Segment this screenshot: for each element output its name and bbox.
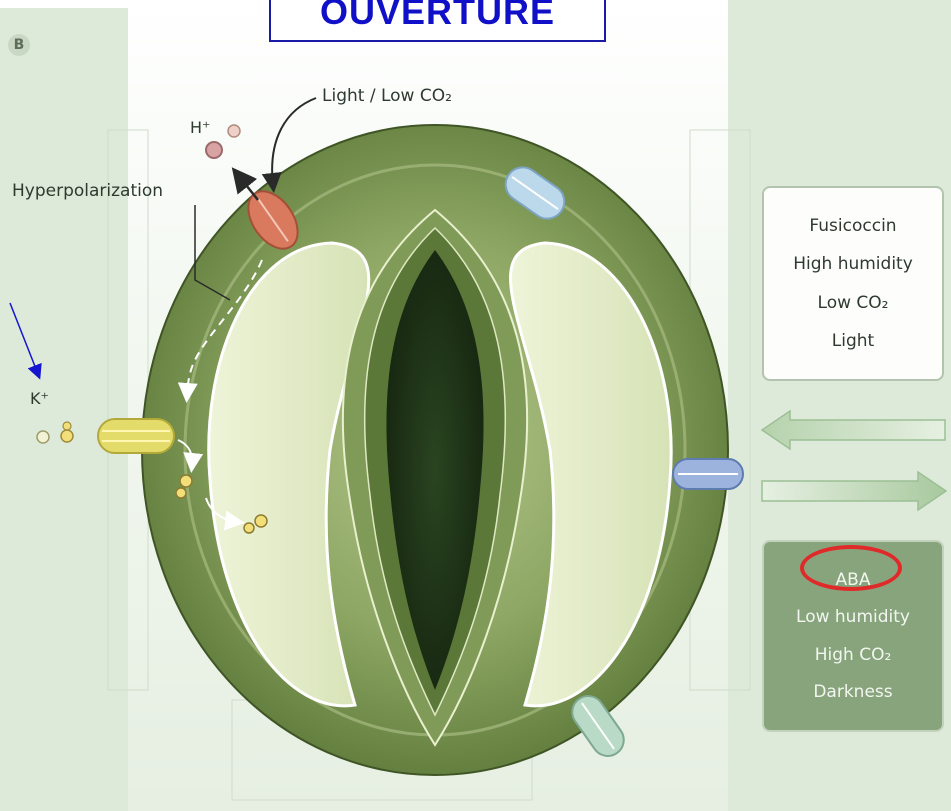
closing-factor: Low humidity [796, 607, 910, 627]
closing-factor: High CO₂ [815, 645, 892, 665]
light-low-co2-label: Light / Low CO₂ [322, 86, 452, 106]
opening-factor: High humidity [793, 254, 913, 274]
opening-factor: Light [832, 331, 874, 351]
opening-factor: Fusicoccin [809, 216, 896, 236]
proton-efflux-arrow [238, 175, 258, 200]
k-ion-outside-1 [37, 431, 49, 443]
h-ion-1 [206, 142, 222, 158]
opening-factor: Low CO₂ [818, 293, 889, 313]
diagram-title: OUVERTURE [320, 0, 555, 30]
k-ion-inside-2 [176, 488, 186, 498]
blue-channel-right [673, 459, 743, 489]
k-ion-outside-2 [61, 430, 73, 442]
k-ion-inside-4 [255, 515, 267, 527]
title-box: OUVERTURE [269, 0, 606, 42]
k-ion-inside-3 [244, 523, 254, 533]
h-ion-label: H⁺ [190, 118, 210, 137]
opening-factors-box: Fusicoccin High humidity Low CO₂ Light [762, 186, 944, 381]
hyperpolarization-label: Hyperpolarization [12, 181, 163, 201]
panel-badge: B [8, 34, 30, 56]
aba-highlight-ring [800, 545, 902, 591]
closing-arrow [762, 472, 946, 510]
k-ion-outside-3 [63, 422, 71, 430]
opening-arrow [762, 411, 945, 449]
k-channel [98, 419, 174, 453]
k-ion-label: K⁺ [30, 389, 49, 408]
k-ion-inside-1 [180, 475, 192, 487]
closing-factor: Darkness [813, 682, 892, 702]
h-ion-2 [228, 125, 240, 137]
annotation-blue-arrow [10, 303, 38, 374]
